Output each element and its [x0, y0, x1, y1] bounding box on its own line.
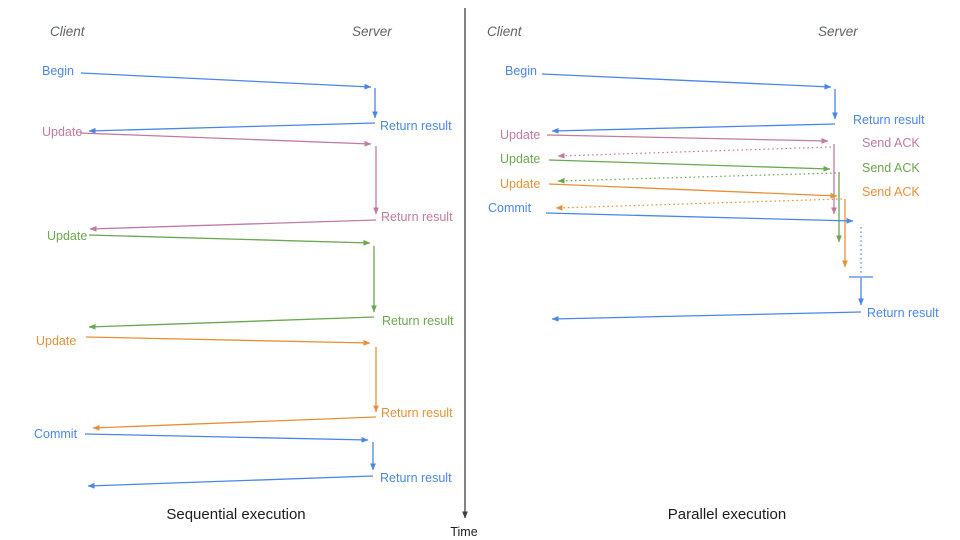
response-label: Return result [380, 119, 452, 133]
ack-arrow-dotted [555, 198, 843, 211]
sequential-panel: Client Server Begin Return result Update… [34, 24, 454, 523]
client-header: Client [487, 24, 523, 39]
server-header: Server [818, 24, 858, 39]
par-step-update-1: Update Send ACK [500, 128, 920, 215]
par-step-update-3: Update Send ACK [500, 177, 920, 268]
request-arrow [80, 72, 372, 90]
client-header: Client [50, 24, 86, 39]
response-arrow [551, 123, 836, 134]
request-label: Begin [505, 64, 537, 78]
time-axis: Time [450, 8, 478, 539]
parallel-panel: Client Server Begin Return result Update… [487, 24, 939, 523]
ack-arrow-dotted [557, 146, 832, 159]
ack-arrow-dotted [557, 172, 837, 184]
request-label: Update [36, 334, 76, 348]
ack-label: Send ACK [862, 185, 920, 199]
request-label: Update [500, 152, 540, 166]
request-label: Update [47, 229, 87, 243]
response-arrow [87, 475, 374, 489]
seq-step-update-3: Update Return result [36, 334, 453, 431]
response-label: Return result [381, 406, 453, 420]
request-label: Update [500, 177, 540, 191]
par-step-commit: Commit Return result [488, 201, 939, 322]
response-label: Return result [380, 471, 452, 485]
request-arrow [85, 336, 371, 346]
response-arrow [92, 416, 377, 431]
response-label: Return result [381, 210, 453, 224]
request-label: Commit [488, 201, 532, 215]
request-label: Update [42, 125, 82, 139]
request-label: Begin [42, 64, 74, 78]
request-arrow [548, 159, 831, 172]
response-label: Return result [853, 113, 925, 127]
request-label: Commit [34, 427, 78, 441]
request-arrow [541, 73, 832, 90]
request-label: Update [500, 128, 540, 142]
panel-title: Parallel execution [668, 506, 786, 523]
request-arrow [548, 183, 838, 199]
request-arrow [546, 134, 829, 144]
response-arrow [88, 316, 375, 330]
response-label: Return result [867, 306, 939, 320]
ack-label: Send ACK [862, 136, 920, 150]
seq-step-update-2: Update Return result [47, 229, 454, 330]
response-arrow [551, 311, 862, 322]
ack-label: Send ACK [862, 161, 920, 175]
server-header: Server [352, 24, 392, 39]
request-arrow [545, 212, 854, 224]
response-arrow [88, 122, 376, 134]
request-arrow [84, 433, 369, 443]
par-step-begin: Begin Return result [505, 64, 925, 134]
request-arrow [88, 234, 371, 246]
time-axis-label: Time [450, 525, 477, 539]
seq-step-update-1: Update Return result [42, 125, 453, 232]
seq-step-commit: Commit Return result [34, 427, 452, 489]
response-label: Return result [382, 314, 454, 328]
request-arrow [79, 132, 372, 147]
par-step-update-2: Update Send ACK [500, 152, 920, 243]
panel-title: Sequential execution [166, 506, 305, 523]
seq-step-begin: Begin Return result [42, 64, 452, 134]
response-arrow [89, 219, 377, 232]
